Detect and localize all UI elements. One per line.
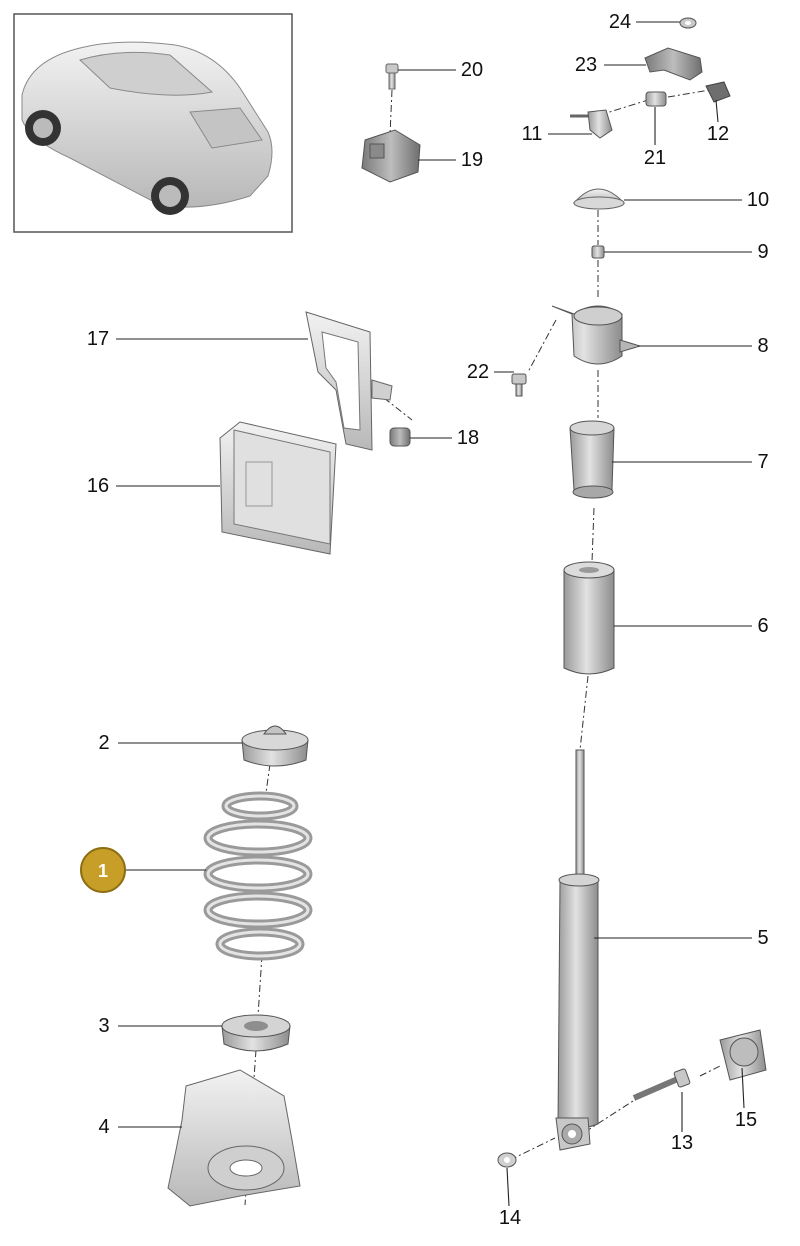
part-8-top-mount: [551, 305, 642, 365]
part-23-bracket: [644, 47, 703, 81]
callout-label-4[interactable]: 4: [98, 1116, 110, 1138]
part-12-connector: [705, 81, 731, 103]
callout-label-9[interactable]: 9: [757, 241, 769, 263]
part-22-bolt: [511, 373, 527, 397]
callout-label-17[interactable]: 17: [86, 328, 110, 350]
leader-lines: [116, 21, 752, 1207]
callout-label-13[interactable]: 13: [670, 1132, 694, 1154]
part-21-fitting: [645, 91, 667, 107]
part-16-control-unit: [219, 421, 337, 555]
part-24-nut: [679, 17, 697, 29]
callout-label-22[interactable]: 22: [466, 361, 490, 383]
callout-label-5[interactable]: 5: [757, 927, 769, 949]
callout-label-16[interactable]: 16: [86, 475, 110, 497]
assembly-axes: [244, 89, 721, 1206]
part-14-washer: [497, 1152, 517, 1168]
callout-label-18[interactable]: 18: [456, 427, 480, 449]
vehicle-inset: [13, 13, 293, 233]
callout-label-11[interactable]: 11: [521, 123, 543, 145]
part-19-sensor: [361, 129, 421, 183]
part-7-bump-stop: [569, 420, 615, 499]
callout-label-19[interactable]: 19: [460, 149, 484, 171]
part-10-cap: [572, 188, 626, 210]
callout-label-12[interactable]: 12: [706, 123, 730, 145]
part-4-spring-plate: [167, 1069, 301, 1207]
part-3-lower-seat: [221, 1014, 291, 1052]
part-2-upper-seat: [241, 725, 309, 767]
part-15-bushing: [719, 1029, 767, 1081]
callout-label-20[interactable]: 20: [460, 59, 484, 81]
part-6-dust-boot: [563, 561, 615, 675]
callout-label-23[interactable]: 23: [574, 54, 598, 76]
part-13-bolt: [632, 1068, 691, 1101]
part-5-shock-absorber: [555, 749, 600, 1151]
callout-label-24[interactable]: 24: [608, 11, 632, 33]
callout-label-3[interactable]: 3: [98, 1015, 110, 1037]
callout-label-6[interactable]: 6: [757, 615, 769, 637]
part-20-bolt: [385, 63, 399, 90]
callout-label-10[interactable]: 10: [746, 189, 770, 211]
callout-label-2[interactable]: 2: [98, 732, 110, 754]
part-1-callout-badge[interactable]: [80, 847, 126, 893]
callout-label-21[interactable]: 21: [643, 147, 667, 169]
callout-label-1[interactable]: 1: [97, 861, 109, 881]
callout-label-15[interactable]: 15: [734, 1109, 758, 1131]
callout-label-8[interactable]: 8: [757, 335, 769, 357]
part-9-nut: [591, 245, 605, 259]
part-11-valve: [570, 109, 613, 139]
part-18-nut: [389, 427, 411, 447]
callout-label-14[interactable]: 14: [498, 1207, 522, 1229]
spring-highlight: [206, 794, 310, 958]
callout-label-7[interactable]: 7: [757, 451, 769, 473]
part-17-bracket: [305, 311, 393, 451]
